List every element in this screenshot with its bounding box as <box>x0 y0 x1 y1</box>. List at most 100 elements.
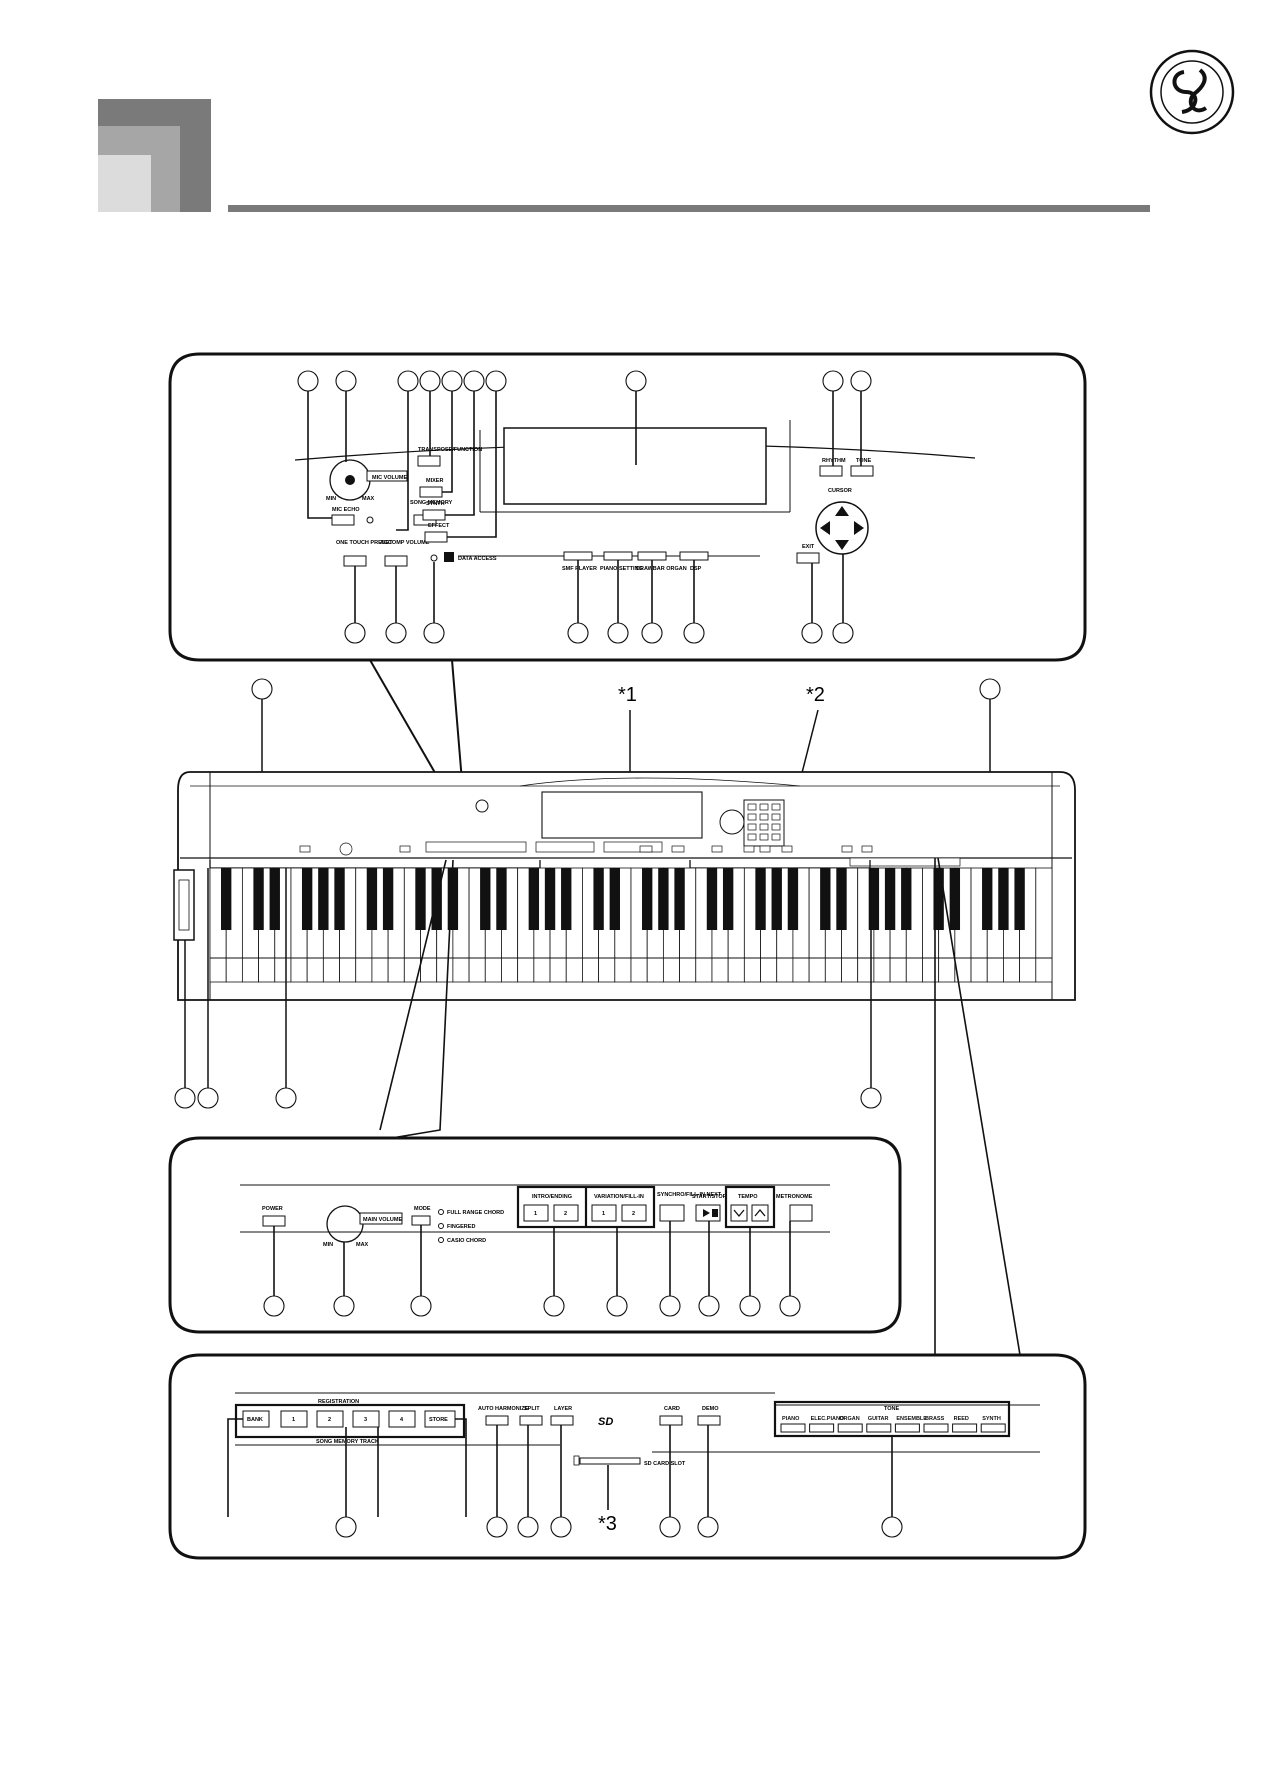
black-key <box>269 868 280 930</box>
svg-text:DSP: DSP <box>690 566 702 572</box>
svg-text:SMF PLAYER: SMF PLAYER <box>562 566 597 572</box>
svg-text:MODE: MODE <box>414 1206 431 1212</box>
tone-button-label: BRASS <box>925 1416 945 1422</box>
tone-button <box>980 1423 1006 1433</box>
black-key <box>382 868 394 930</box>
svg-text:ACCOMP VOLUME: ACCOMP VOLUME <box>380 540 430 546</box>
black-key <box>609 868 620 930</box>
black-key <box>496 868 507 930</box>
black-key <box>366 868 378 930</box>
svg-text:POWER: POWER <box>262 1206 283 1212</box>
svg-text:STORE: STORE <box>429 1417 448 1423</box>
tone-button <box>809 1423 835 1433</box>
svg-text:EXIT: EXIT <box>802 544 815 550</box>
svg-text:START/STOP: START/STOP <box>692 1194 727 1200</box>
svg-text:MIN: MIN <box>323 1242 333 1248</box>
svg-text:AUTO HARMONIZE: AUTO HARMONIZE <box>478 1406 529 1412</box>
black-key <box>982 868 993 930</box>
tone-button-label: ORGAN <box>839 1416 860 1422</box>
svg-text:DEMO: DEMO <box>702 1406 719 1412</box>
tone-button-label: ELEC.PIANO <box>811 1416 845 1422</box>
tone-button <box>780 1423 806 1433</box>
mic-volume-label: MIC VOLUME <box>372 475 407 481</box>
svg-text:SONG MEMORY: SONG MEMORY <box>410 500 453 506</box>
black-key <box>528 868 540 930</box>
svg-text:SONG MEMORY TRACK: SONG MEMORY TRACK <box>316 1439 379 1445</box>
svg-text:CASIO CHORD: CASIO CHORD <box>447 1238 486 1244</box>
black-key <box>1014 868 1025 930</box>
svg-text:2: 2 <box>328 1417 331 1423</box>
black-key <box>642 868 653 930</box>
svg-text:1: 1 <box>534 1211 537 1217</box>
svg-text:SYNCHRO/FILL-IN NEXT: SYNCHRO/FILL-IN NEXT <box>657 1192 722 1198</box>
black-key <box>301 868 313 930</box>
black-key <box>820 868 831 930</box>
svg-text:MIN: MIN <box>326 496 336 502</box>
tone-button <box>837 1423 863 1433</box>
svg-text:TONE: TONE <box>856 458 872 464</box>
black-key <box>755 868 766 930</box>
black-key <box>658 868 669 930</box>
black-key <box>561 868 572 930</box>
keyboard-body: *1 *2 <box>173 678 1076 1356</box>
tone-button-label: SYNTH <box>982 1416 1001 1422</box>
svg-text:TRANSPOSE/FUNCTION: TRANSPOSE/FUNCTION <box>418 447 482 453</box>
black-key <box>674 868 685 930</box>
svg-text:LAYER: LAYER <box>554 1406 572 1412</box>
black-key <box>884 868 896 930</box>
svg-text:MAX: MAX <box>362 496 375 502</box>
ref-3: *3 <box>598 1513 617 1535</box>
top-callout-panel: MIC VOLUME MIN MAX MIC ECHO ONE TOUCH PR… <box>168 352 1087 831</box>
black-key <box>787 868 799 930</box>
bottom-callout-panel: REGISTRATION BANK 1 2 3 4 STORE SONG MEM… <box>168 1353 1087 1560</box>
tone-button <box>923 1423 949 1433</box>
middle-callout-panel: POWER MAIN VOLUME MIN MAX MODE FULL RANG… <box>168 1136 902 1334</box>
svg-text:MAX: MAX <box>356 1242 369 1248</box>
svg-text:RHYTHM: RHYTHM <box>822 458 846 464</box>
ref-1: *1 <box>618 684 637 706</box>
tone-button <box>894 1423 920 1433</box>
svg-text:CARD: CARD <box>664 1406 680 1412</box>
svg-text:EFFECT: EFFECT <box>428 523 450 529</box>
ref-2: *2 <box>806 684 825 706</box>
black-key <box>447 868 459 930</box>
svg-text:BANK: BANK <box>247 1417 263 1423</box>
black-key <box>221 868 232 930</box>
svg-text:FULL RANGE CHORD: FULL RANGE CHORD <box>447 1210 504 1216</box>
svg-text:DRAWBAR ORGAN: DRAWBAR ORGAN <box>636 566 687 572</box>
tone-button <box>866 1423 892 1433</box>
black-key <box>480 868 491 930</box>
white-key <box>1035 867 1053 983</box>
svg-text:ONE TOUCH PRESET: ONE TOUCH PRESET <box>336 540 393 546</box>
svg-text:DATA ACCESS: DATA ACCESS <box>458 556 497 562</box>
svg-text:PIANO SETTING: PIANO SETTING <box>600 566 643 572</box>
logo-seal <box>1148 48 1236 136</box>
black-key <box>415 868 426 930</box>
svg-text:SYNTH: SYNTH <box>426 501 445 507</box>
tone-button-label: ENSEMBLE <box>896 1416 927 1422</box>
svg-text:1: 1 <box>602 1211 605 1217</box>
tone-button-label: PIANO <box>782 1416 800 1422</box>
svg-text:FINGERED: FINGERED <box>447 1224 475 1230</box>
chapter-block-light <box>98 155 151 212</box>
svg-text:4: 4 <box>400 1417 404 1423</box>
svg-text:2: 2 <box>632 1211 635 1217</box>
tone-button-label: GUITAR <box>868 1416 889 1422</box>
black-key <box>998 868 1009 930</box>
svg-text:TEMPO: TEMPO <box>738 1194 758 1200</box>
black-key <box>722 868 734 930</box>
black-key <box>544 868 556 930</box>
black-key <box>771 868 782 930</box>
black-key <box>901 868 912 930</box>
black-key <box>318 868 329 930</box>
svg-text:MIC ECHO: MIC ECHO <box>332 507 360 513</box>
black-key <box>836 868 847 930</box>
svg-text:METRONOME: METRONOME <box>776 1194 813 1200</box>
svg-text:TONE: TONE <box>884 1406 900 1412</box>
black-key <box>334 868 345 930</box>
black-key <box>706 868 718 930</box>
black-key <box>933 868 944 930</box>
header-rule <box>228 205 1150 212</box>
svg-text:SD CARD SLOT: SD CARD SLOT <box>644 1461 686 1467</box>
svg-text:SD: SD <box>598 1416 613 1428</box>
